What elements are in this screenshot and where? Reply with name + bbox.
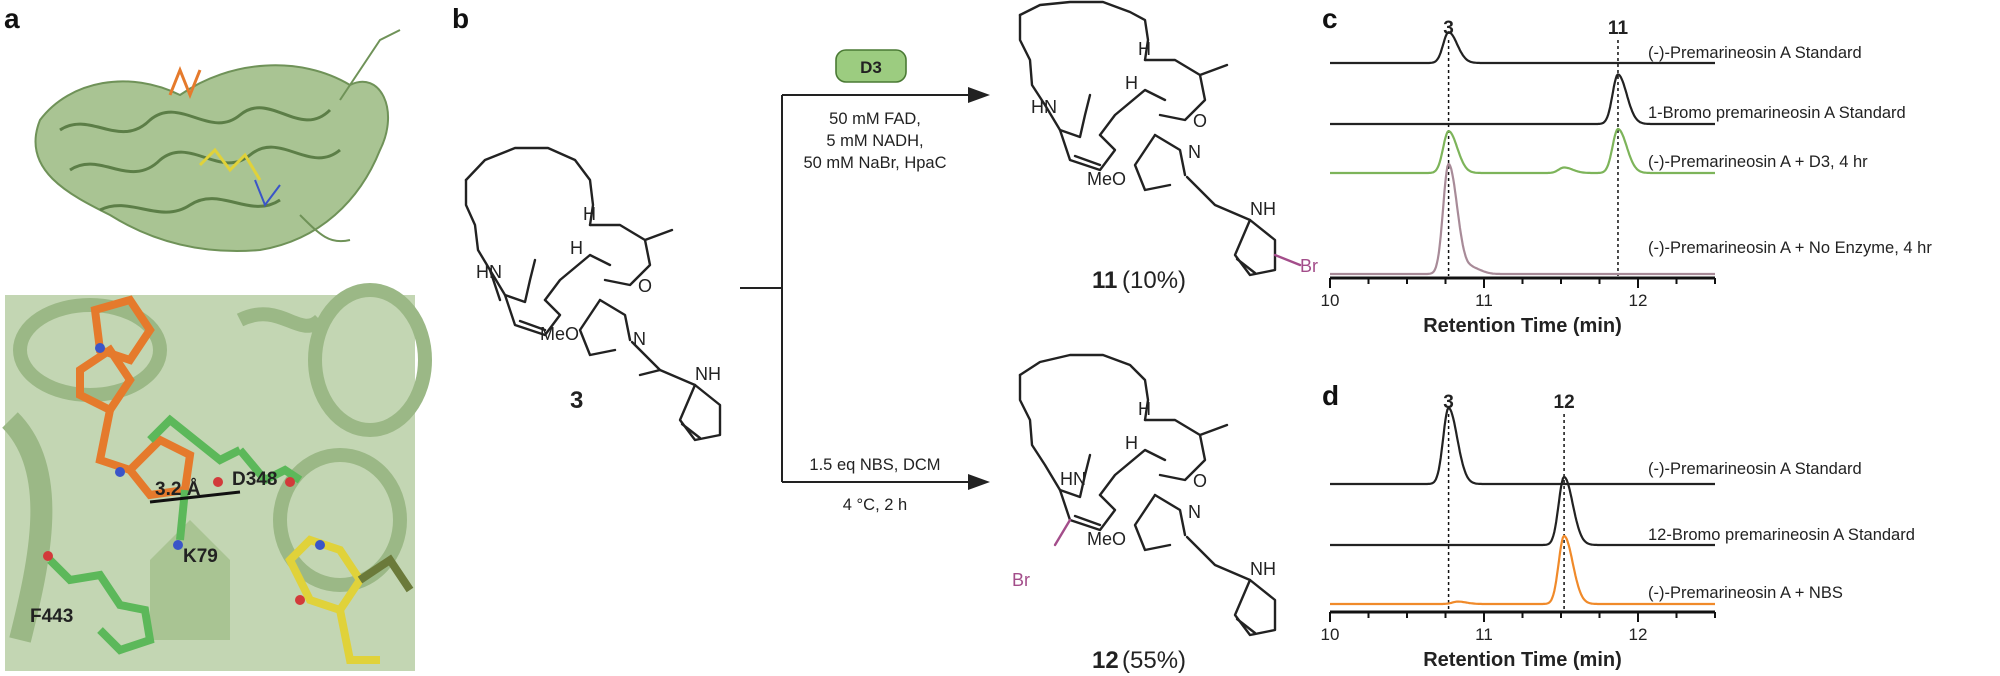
compound-11-yield: (10%)	[1122, 267, 1186, 294]
trace-label: (-)-Premarineosin A + No Enzyme, 4 hr	[1648, 239, 1932, 257]
peak-marker-label: 3	[1443, 18, 1454, 39]
compound-3-structure	[464, 146, 722, 442]
peak-marker-label: 3	[1443, 392, 1454, 413]
condition-top-1: 50 mM FAD,	[829, 110, 921, 128]
x-tick-label: 12	[1629, 625, 1648, 644]
trace-label: 1-Bromo premarineosin A Standard	[1648, 104, 1906, 122]
compound-12-yield: (55%)	[1122, 647, 1186, 674]
x-tick-label: 11	[1475, 625, 1493, 644]
trace-line	[1330, 162, 1715, 276]
compound-3-number: 3	[570, 387, 583, 414]
enzyme-badge	[835, 49, 907, 83]
compound-12-number: 12	[1092, 647, 1119, 674]
reaction-branch	[740, 87, 990, 490]
peak-marker-label: 11	[1608, 18, 1629, 39]
trace-label: 12-Bromo premarineosin A Standard	[1648, 526, 1915, 544]
trace-line	[1330, 73, 1715, 126]
x-tick-label: 10	[1321, 291, 1340, 310]
compound-11-n: N	[1188, 142, 1201, 162]
compound-3-nh: NH	[695, 364, 721, 384]
x-axis-title: Retention Time (min)	[1423, 649, 1622, 671]
compound-11-h-bottom: H	[1125, 73, 1138, 93]
compound-12-nh: NH	[1250, 559, 1276, 579]
compound-3-hn: HN	[476, 262, 502, 282]
trace-label: (-)-Premarineosin A + D3, 4 hr	[1648, 153, 1868, 171]
compound-11-nh: NH	[1250, 199, 1276, 219]
compound-12-o: O	[1193, 471, 1207, 491]
compound-11-meo: MeO	[1087, 169, 1126, 189]
panel-letter-c: c	[1322, 3, 1338, 34]
compound-12-meo: MeO	[1087, 529, 1126, 549]
trace-line	[1330, 31, 1715, 65]
condition-bottom-1: 1.5 eq NBS, DCM	[809, 456, 940, 474]
compound-12-h-bottom: H	[1125, 433, 1138, 453]
panel-letter-a: a	[4, 3, 20, 34]
active-site-view	[1, 283, 432, 671]
compound-11-number: 11	[1092, 267, 1117, 294]
residue-label-f443: F443	[30, 606, 73, 627]
compound-11-o: O	[1193, 111, 1207, 131]
trace-line	[1330, 127, 1715, 175]
peak-marker-label: 12	[1554, 392, 1575, 413]
compound-12-n: N	[1188, 502, 1201, 522]
x-axis-title: Retention Time (min)	[1423, 315, 1622, 337]
trace-label: (-)-Premarineosin A Standard	[1648, 460, 1862, 478]
distance-label: 3.2 Å	[155, 479, 201, 500]
compound-3-h-bottom: H	[570, 238, 583, 258]
condition-top-2: 5 mM NADH,	[826, 132, 923, 150]
compound-3-h-top: H	[583, 204, 596, 224]
enzyme-badge-label: D3	[860, 58, 882, 77]
compound-11-br: Br	[1300, 256, 1318, 276]
trace-label: (-)-Premarineosin A Standard	[1648, 44, 1862, 62]
compound-3-o: O	[638, 276, 652, 296]
compound-11-structure	[1018, 0, 1302, 277]
protein-overview	[34, 29, 401, 252]
panel-letter-b: b	[452, 3, 469, 34]
compound-11-hn: HN	[1031, 97, 1057, 117]
x-tick-label: 12	[1629, 291, 1648, 310]
condition-bottom-2: 4 °C, 2 h	[843, 496, 907, 514]
residue-label-k79: K79	[183, 546, 218, 567]
trace-line	[1330, 406, 1715, 486]
compound-12-hn: HN	[1060, 469, 1086, 489]
compound-3-meo: MeO	[540, 324, 579, 344]
trace-label: (-)-Premarineosin A + NBS	[1648, 584, 1843, 602]
compound-12-structure	[1018, 353, 1277, 637]
residue-label-d348: D348	[232, 469, 277, 490]
compound-3-n: N	[633, 329, 646, 349]
compound-11-h-top: H	[1138, 39, 1151, 59]
x-tick-label: 11	[1475, 291, 1493, 310]
trace-line	[1330, 534, 1715, 606]
trace-line	[1330, 475, 1715, 547]
compound-12-h-top: H	[1138, 399, 1151, 419]
x-tick-label: 10	[1321, 625, 1340, 644]
panel-letter-d: d	[1322, 380, 1339, 411]
compound-12-br: Br	[1012, 570, 1030, 590]
condition-top-3: 50 mM NaBr, HpaC	[803, 154, 946, 172]
